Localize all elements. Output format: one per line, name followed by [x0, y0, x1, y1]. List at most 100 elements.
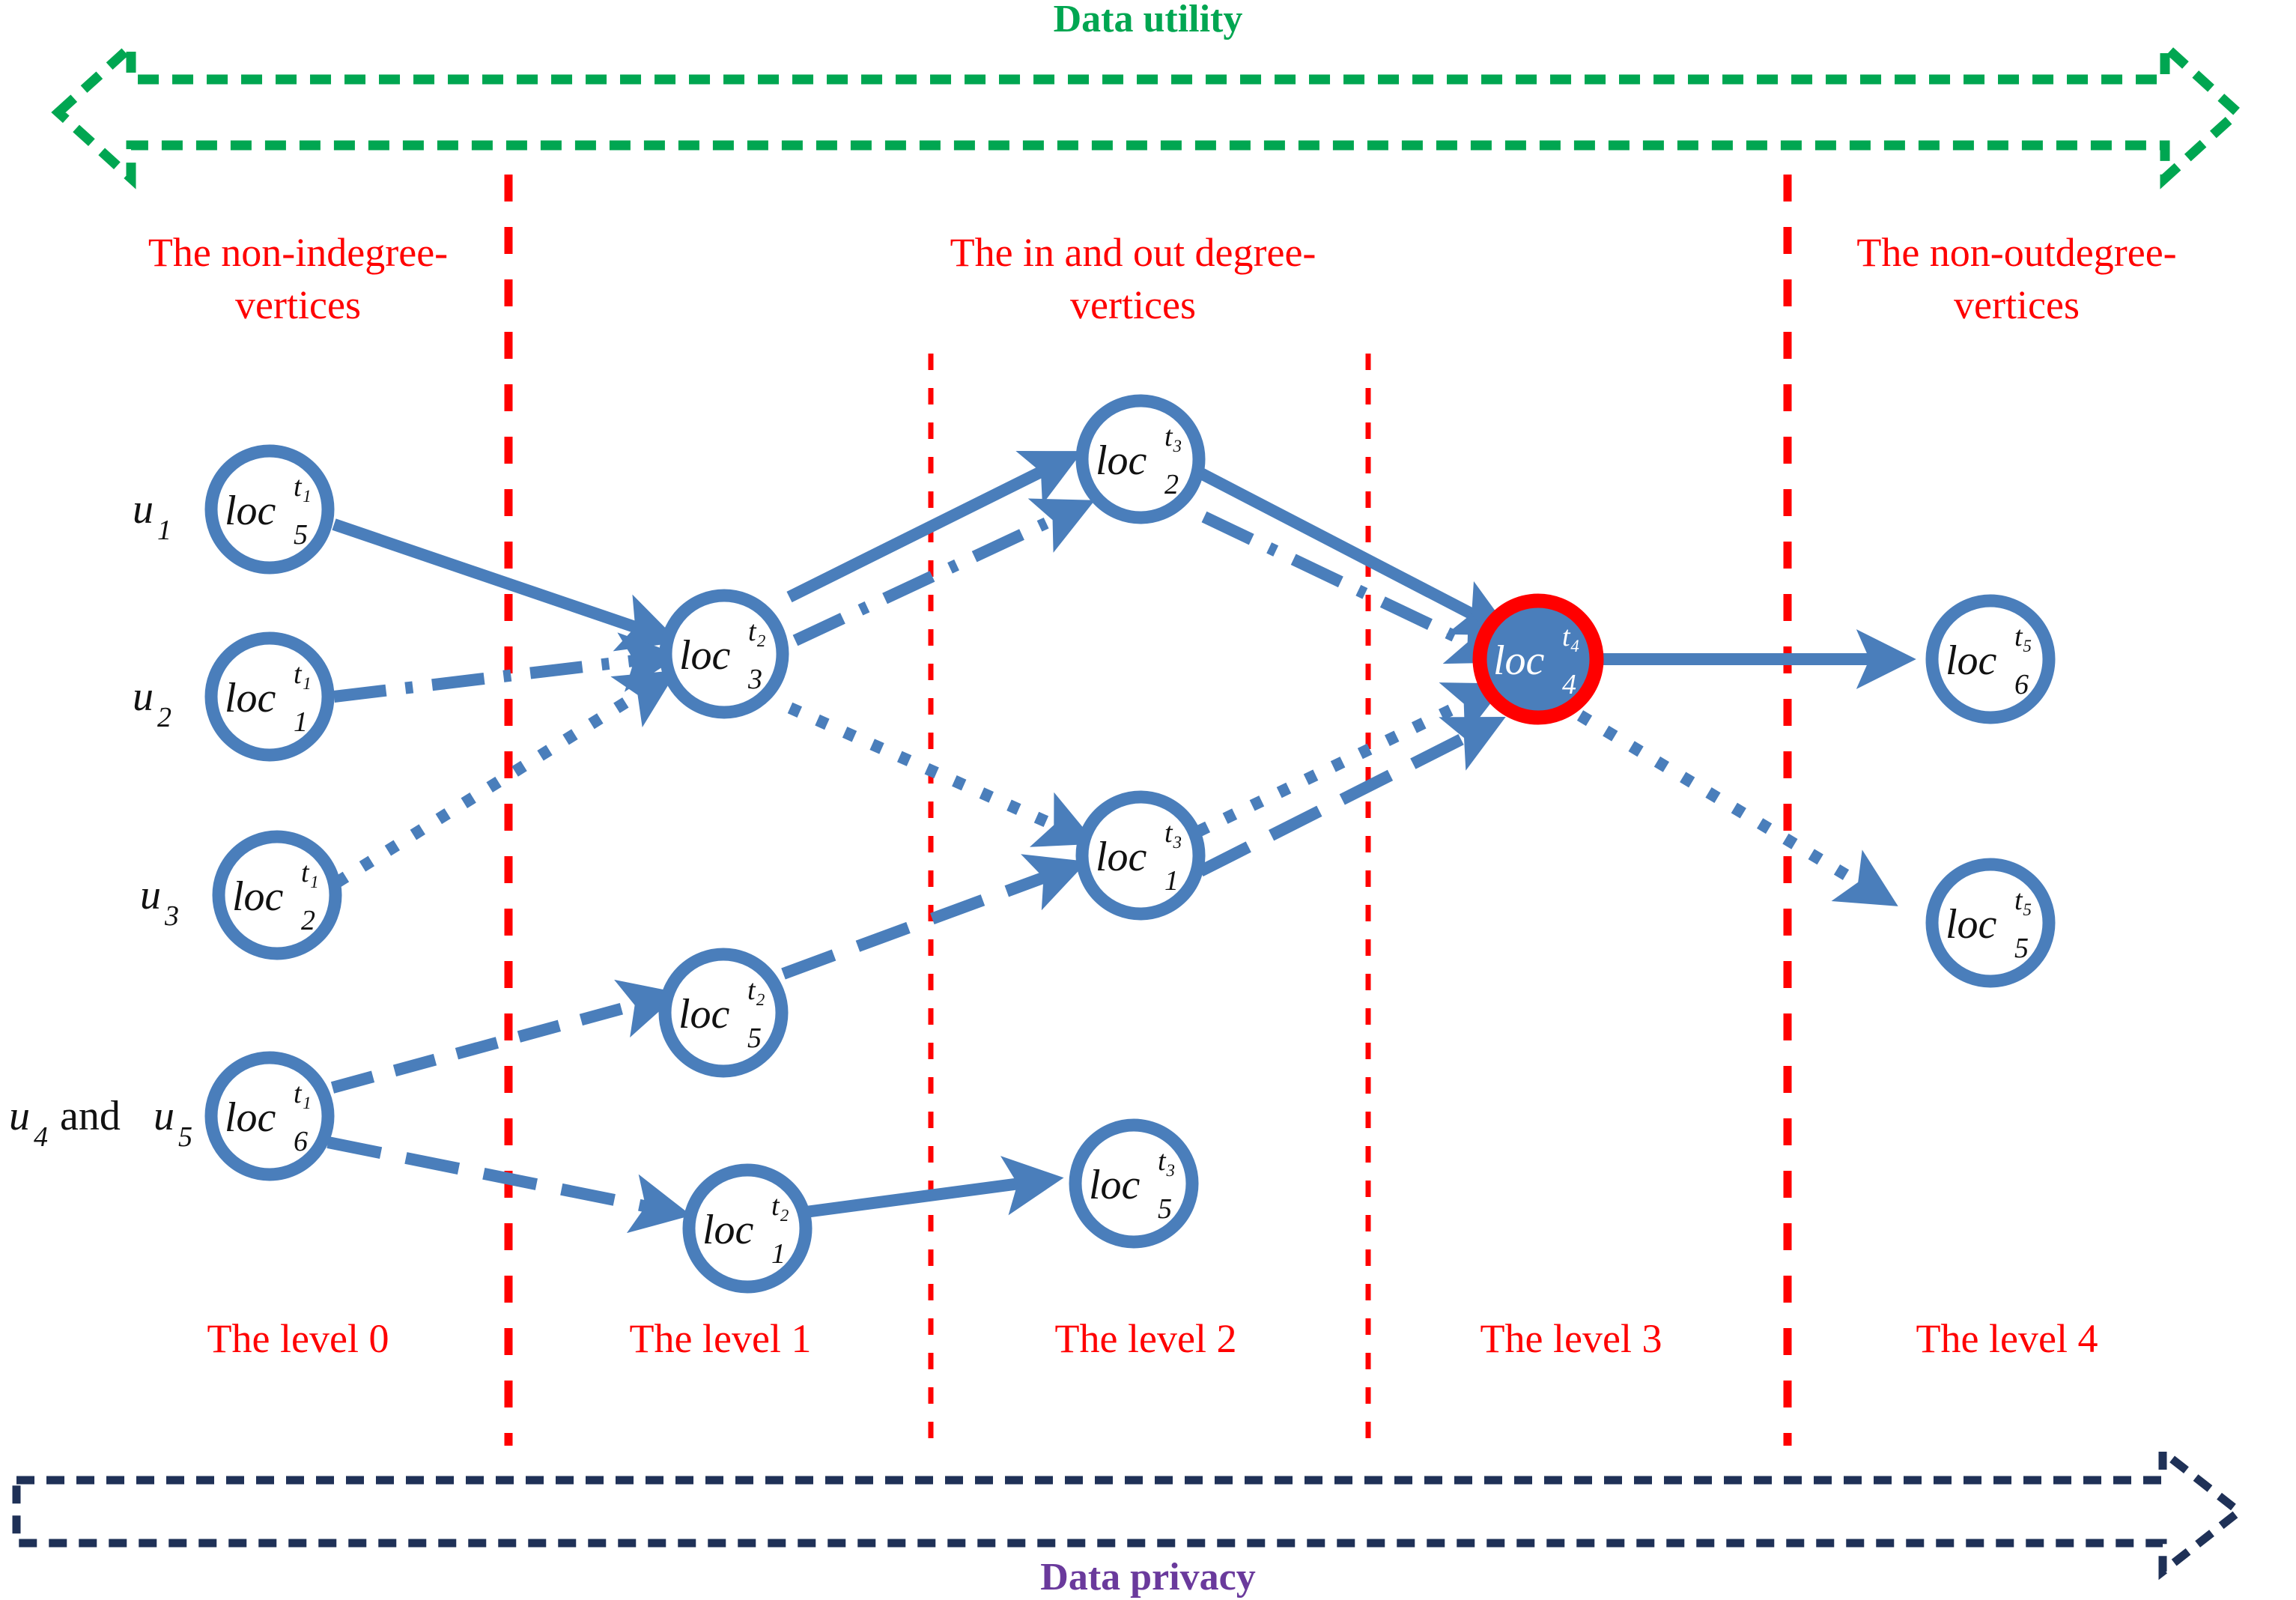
- node-label-base: loc: [1946, 901, 1997, 948]
- node-circle[interactable]: [212, 830, 342, 960]
- edges-layer: [327, 450, 1916, 1234]
- node-label-sub: 4: [1562, 669, 1576, 700]
- edge-loc2t3-to-loc4t4-dashdot: [1201, 511, 1510, 664]
- node-label-sup: t₃: [1164, 421, 1182, 452]
- node-label-sup: t₁: [301, 857, 319, 888]
- user-label-base: u: [140, 872, 161, 918]
- node-label-sup: t₁: [294, 658, 312, 690]
- node-label-sub: 1: [294, 706, 308, 738]
- user-label-u2: u 2: [133, 673, 171, 733]
- node-label-sup: t₁: [294, 1078, 312, 1109]
- node-label-sup: t₅: [2014, 885, 2032, 916]
- node-label-sup: t₂: [748, 616, 766, 647]
- node-label-base: loc: [1096, 834, 1147, 880]
- node-label-sub: 2: [1164, 469, 1179, 500]
- edge-loc1t3-to-loc4t4-dotted: [1195, 682, 1506, 837]
- user-label-sub: 2: [157, 702, 171, 733]
- node-label-sup: t₃: [1164, 817, 1182, 849]
- category-label-line2: vertices: [235, 282, 361, 327]
- user-label-u4-and-u5: u 4 and u 5: [9, 1093, 192, 1153]
- data-privacy-label: Data privacy: [1040, 1556, 1255, 1599]
- node-loc5-t3[interactable]: loc 5 t₃: [1069, 1118, 1199, 1249]
- edge-loc6t1-to-loc5t2: [330, 979, 680, 1094]
- node-label-sub: 1: [1164, 865, 1179, 897]
- user-label-base: u: [133, 673, 154, 720]
- node-label-base: loc: [232, 873, 284, 920]
- edge-loc3t2-to-loc1t3: [787, 702, 1097, 847]
- node-loc6-t5[interactable]: loc 6 t₅: [1925, 594, 2056, 724]
- node-circle[interactable]: [1925, 594, 2056, 724]
- node-circle[interactable]: [1075, 394, 1206, 524]
- node-circle[interactable]: [682, 1163, 813, 1294]
- node-loc1-t1[interactable]: loc 1 t₁: [204, 631, 335, 762]
- node-loc3-t2[interactable]: loc 3 t₂: [659, 589, 789, 719]
- node-label-base: loc: [225, 675, 276, 721]
- node-circle[interactable]: [1075, 790, 1206, 921]
- node-label-sub: 3: [747, 664, 762, 695]
- level-label-2: The level 2: [1055, 1316, 1237, 1361]
- edge-loc3t2-to-loc2t3-dashdot: [792, 498, 1096, 646]
- node-circle[interactable]: [204, 631, 335, 762]
- node-label-base: loc: [678, 991, 730, 1037]
- edge-loc2t3-to-loc4t4-solid: [1195, 466, 1513, 636]
- data-privacy-axis: [12, 1443, 2246, 1581]
- node-label-base: loc: [702, 1207, 754, 1253]
- edge-loc1t3-to-loc4t4-longdash: [1197, 717, 1506, 877]
- edge-loc5t1-to-loc3t2: [332, 518, 680, 652]
- category-label-line1: The non-indegree-: [148, 230, 448, 275]
- user-label-base: u: [9, 1093, 30, 1139]
- node-label-sub: 2: [301, 905, 315, 936]
- node-loc2-t1[interactable]: loc 2 t₁: [212, 830, 342, 960]
- level-label-4: The level 4: [1916, 1316, 2098, 1361]
- node-label-base: loc: [1096, 437, 1147, 484]
- category-label-line2: vertices: [1954, 282, 2080, 327]
- user-label-sub: 4: [34, 1121, 48, 1153]
- node-label-base: loc: [1493, 637, 1545, 684]
- user-label-u1: u 1: [133, 486, 171, 546]
- user-label-sub: 1: [157, 515, 171, 546]
- node-loc5-t5[interactable]: loc 5 t₅: [1925, 858, 2056, 988]
- node-label-sub: 5: [1158, 1193, 1172, 1225]
- node-circle[interactable]: [1925, 858, 2056, 988]
- user-label-conjunction: and: [60, 1093, 121, 1139]
- data-utility-axis: [51, 35, 2245, 190]
- node-label-sub: 5: [747, 1022, 762, 1054]
- node-circle[interactable]: [204, 444, 335, 575]
- edge-loc1t1-to-loc3t2: [333, 632, 681, 703]
- node-loc1-t3[interactable]: loc 1 t₃: [1075, 790, 1206, 921]
- category-label-line1: The non-outdegree-: [1856, 230, 2176, 275]
- edge-loc2t1-to-loc3t2: [333, 670, 678, 888]
- level-label-1: The level 1: [630, 1316, 812, 1361]
- level-label-3: The level 3: [1480, 1316, 1662, 1361]
- node-label-base: loc: [225, 488, 276, 534]
- data-privacy-arrow-shape: [12, 1443, 2246, 1581]
- node-loc5-t1[interactable]: loc 5 t₁: [204, 444, 335, 575]
- node-circle[interactable]: [1069, 1118, 1199, 1249]
- node-circle[interactable]: [658, 948, 789, 1078]
- node-label-base: loc: [1089, 1162, 1141, 1208]
- node-loc4-t4-highlighted[interactable]: loc 4 t₄: [1472, 593, 1604, 725]
- node-label-sub: 5: [2014, 933, 2029, 964]
- node-label-sup: t₃: [1158, 1145, 1176, 1177]
- category-label-line1: The in and out degree-: [950, 230, 1316, 275]
- user-label-base: u: [133, 486, 154, 533]
- edge-loc6t1-to-loc1t2: [327, 1136, 692, 1234]
- node-loc6-t1[interactable]: loc 6 t₁: [204, 1051, 335, 1181]
- node-loc1-t2[interactable]: loc 1 t₂: [682, 1163, 813, 1294]
- category-label-line2: vertices: [1070, 282, 1196, 327]
- node-circle[interactable]: [204, 1051, 335, 1181]
- node-label-sup: t₁: [294, 471, 312, 503]
- node-label-base: loc: [679, 632, 731, 679]
- data-utility-arrow-shape: [51, 35, 2245, 190]
- level-label-0: The level 0: [207, 1316, 389, 1361]
- node-circle[interactable]: [1472, 593, 1604, 725]
- edge-loc5t2-to-loc1t3: [781, 854, 1088, 980]
- node-loc5-t2[interactable]: loc 5 t₂: [658, 948, 789, 1078]
- node-circle[interactable]: [659, 589, 789, 719]
- node-label-sub: 5: [294, 519, 308, 551]
- node-label-sup: t₄: [1562, 621, 1580, 652]
- edge-loc3t2-to-loc2t3-solid: [786, 450, 1083, 603]
- node-loc2-t3[interactable]: loc 2 t₃: [1075, 394, 1206, 524]
